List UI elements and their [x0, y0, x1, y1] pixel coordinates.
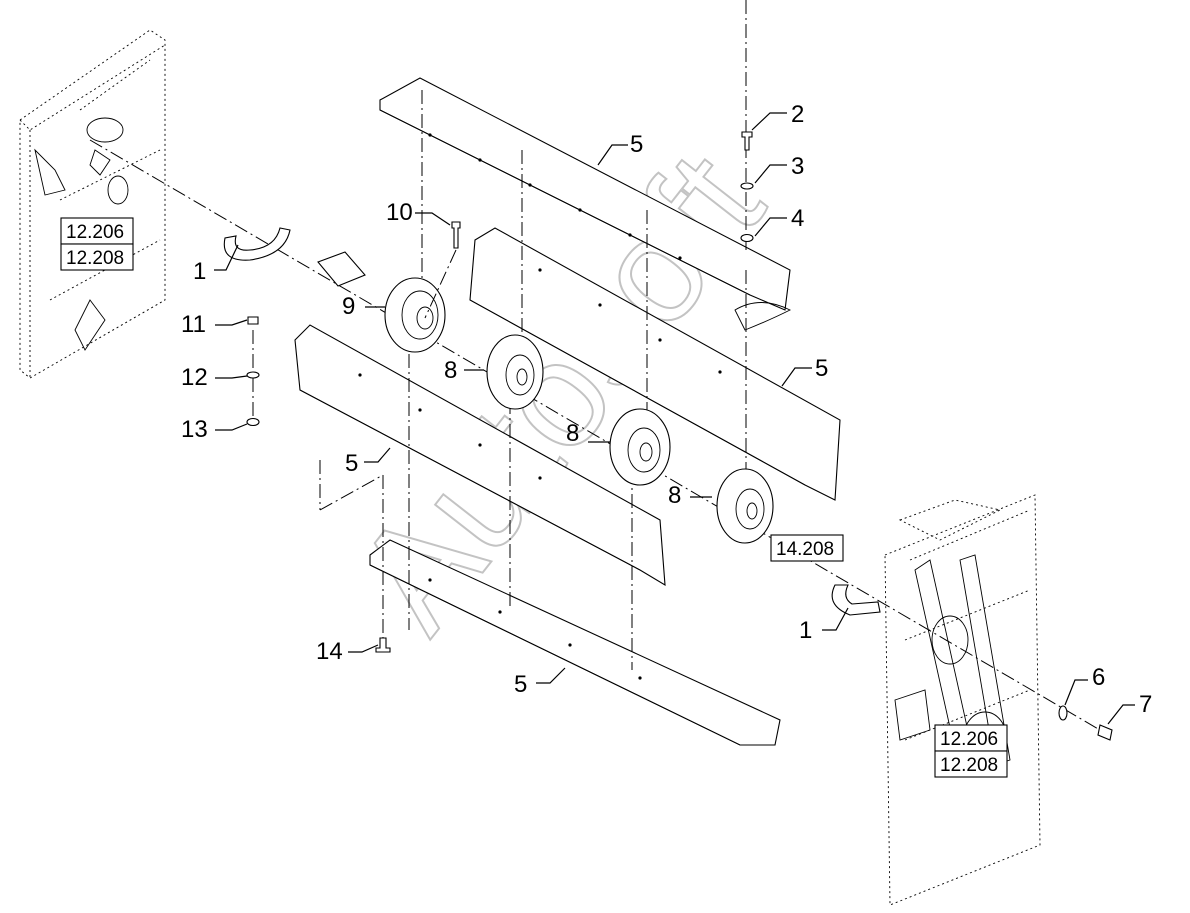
ref-right-top: 12.206: [940, 729, 998, 750]
callout-10: 10: [386, 199, 413, 226]
right-side-frame: [884, 494, 1041, 906]
trough-panel-right: [469, 227, 841, 501]
callout-5-right: 5: [815, 355, 828, 382]
ref-box-left: 12.206 12.208: [60, 217, 134, 271]
callout-8-c: 8: [668, 482, 681, 509]
callout-5-left: 5: [345, 450, 358, 477]
bearing-disc-8a: [486, 334, 544, 410]
bearing-cap-right: [831, 584, 881, 616]
trough-panel-bottom: [369, 539, 781, 746]
fasteners-11-12-13: [246, 316, 260, 427]
shaft-sleeve: [317, 251, 366, 287]
bearing-disc-8b: [609, 408, 671, 486]
ref-box-right: 12.206 12.208: [934, 724, 1008, 778]
left-side-frame: [19, 29, 166, 379]
callout-3: 3: [791, 153, 804, 180]
washer-6: [1058, 705, 1068, 721]
trough-panel-top: [379, 77, 791, 311]
leader-lines: [214, 112, 1135, 725]
shaft-axis-line: [89, 139, 1101, 731]
bolt-10: [424, 221, 461, 319]
callout-5-top: 5: [630, 131, 643, 158]
callout-1-left: 1: [193, 258, 206, 285]
callout-11: 11: [181, 311, 206, 338]
ref-left-bottom: 12.208: [66, 248, 124, 269]
trough-panel-left: [294, 324, 666, 587]
ref-box-center: 14.208: [770, 534, 844, 562]
ref-right-bottom: 12.208: [940, 755, 998, 776]
callout-6: 6: [1092, 664, 1105, 691]
callout-9: 9: [342, 293, 355, 320]
bearing-disc-8c: [716, 468, 774, 544]
callout-5-bottom: 5: [514, 671, 527, 698]
alignment-lines: [252, 0, 747, 670]
callout-12: 12: [181, 364, 208, 391]
callout-8-a: 8: [444, 357, 457, 384]
bearing-flange-9: [384, 277, 446, 353]
callout-7: 7: [1139, 691, 1152, 718]
bolt-7: [1097, 724, 1113, 741]
callout-13: 13: [181, 416, 208, 443]
bearing-cap-left: [223, 227, 291, 261]
bolt-14: [375, 637, 391, 653]
callout-8-b: 8: [566, 420, 579, 447]
callout-4: 4: [791, 205, 804, 232]
ref-center: 14.208: [776, 539, 834, 560]
ref-left-top: 12.206: [66, 222, 124, 243]
callout-2: 2: [791, 101, 804, 128]
fasteners-2-3-4: [740, 131, 754, 243]
callout-1-right: 1: [799, 617, 812, 644]
callout-14: 14: [316, 638, 343, 665]
